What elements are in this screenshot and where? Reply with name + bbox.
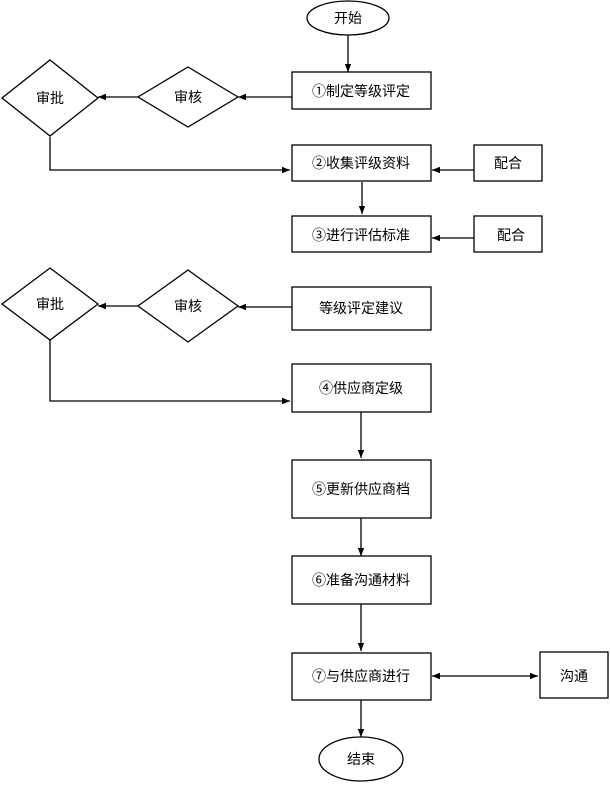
communicate-box: 沟通 — [539, 651, 609, 699]
step-5: ⑤更新供应商档 — [291, 459, 432, 519]
cooperate-label-1: 配合 — [494, 156, 522, 172]
step-6: ⑥准备沟通材料 — [291, 555, 432, 605]
grading-suggestion-label: 等级评定建议 — [319, 300, 403, 317]
step-7-label: ⑦与供应商进行 — [312, 668, 410, 685]
step-2-label: ②收集评级资料 — [312, 155, 410, 172]
step-1: ①制定等级评定 — [291, 71, 432, 110]
cooperate-box-2: 配合 — [473, 215, 543, 253]
step-1-label: ①制定等级评定 — [312, 83, 410, 100]
start-label: 开始 — [334, 11, 362, 27]
review-label-1: 审核 — [174, 90, 202, 106]
arrow-approve-to-step4 — [49, 334, 290, 405]
approve-label-2: 审批 — [36, 297, 64, 313]
cooperate-label-2: 配合 — [497, 228, 525, 244]
cooperate-box-1: 配合 — [473, 144, 543, 182]
communicate-label: 沟通 — [560, 669, 588, 685]
review-label-2: 审核 — [174, 299, 202, 315]
end-node: 结束 — [318, 736, 404, 782]
step-6-label: ⑥准备沟通材料 — [312, 572, 410, 589]
step-7: ⑦与供应商进行 — [291, 652, 432, 701]
grading-suggestion-box: 等级评定建议 — [291, 286, 432, 331]
arrow-approve-to-step2 — [49, 137, 290, 174]
step-4-label: ④供应商定级 — [319, 380, 403, 397]
start-node: 开始 — [306, 0, 390, 36]
review-diamond-1: 审核 — [136, 66, 240, 128]
review-diamond-2: 审核 — [136, 269, 240, 343]
approve-diamond-1: 审批 — [0, 59, 100, 137]
step-4: ④供应商定级 — [291, 363, 432, 413]
approve-label-1: 审批 — [36, 91, 64, 107]
step-3: ③进行评估标准 — [291, 215, 432, 253]
step-3-label: ③进行评估标准 — [312, 228, 410, 244]
end-label: 结束 — [347, 752, 375, 768]
approve-diamond-2: 审批 — [0, 267, 100, 341]
step-5-label: ⑤更新供应商档 — [312, 481, 410, 498]
connectors — [49, 35, 538, 737]
step-2: ②收集评级资料 — [291, 144, 432, 182]
